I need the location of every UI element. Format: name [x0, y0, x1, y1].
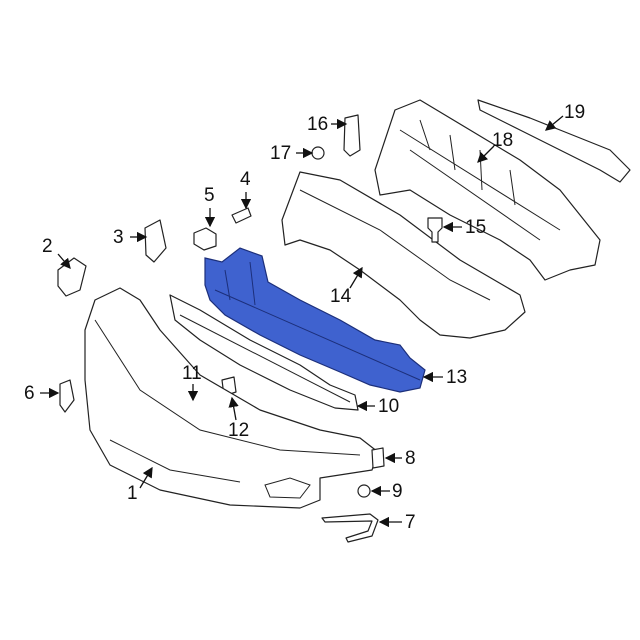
part-8-shape	[371, 447, 385, 469]
part-2-shape	[57, 257, 87, 297]
part-9-shape	[357, 484, 371, 498]
callout-1: 1	[127, 483, 138, 504]
part-6-shape	[59, 379, 75, 413]
part-14-shape	[281, 171, 526, 339]
callout-2: 2	[42, 236, 53, 257]
callout-5: 5	[204, 185, 215, 206]
callout-12: 12	[228, 420, 250, 441]
part-7-shape	[321, 513, 379, 543]
part-3-shape	[144, 219, 167, 263]
part-16-shape	[343, 114, 361, 157]
callout-8: 8	[405, 448, 416, 469]
callout-9: 9	[392, 481, 403, 502]
callout-17: 17	[270, 143, 292, 164]
part-17-shape	[311, 146, 325, 160]
callout-4: 4	[240, 169, 251, 190]
callout-6: 6	[24, 383, 35, 404]
callout-10: 10	[378, 396, 400, 417]
callout-19: 19	[564, 102, 586, 123]
callout-13: 13	[446, 367, 468, 388]
callout-3: 3	[113, 227, 124, 248]
part-13-shape	[204, 247, 426, 393]
part-5-shape	[193, 227, 217, 251]
part-15-shape	[427, 217, 443, 243]
callout-11: 11	[182, 363, 202, 384]
callout-18: 18	[492, 130, 514, 151]
leader-arrows	[40, 115, 564, 528]
callout-16: 16	[307, 114, 329, 135]
callout-15: 15	[465, 217, 487, 238]
callout-14: 14	[330, 286, 352, 307]
part-4-shape	[231, 207, 252, 224]
part-18-shape	[374, 99, 601, 281]
callout-7: 7	[405, 512, 416, 533]
